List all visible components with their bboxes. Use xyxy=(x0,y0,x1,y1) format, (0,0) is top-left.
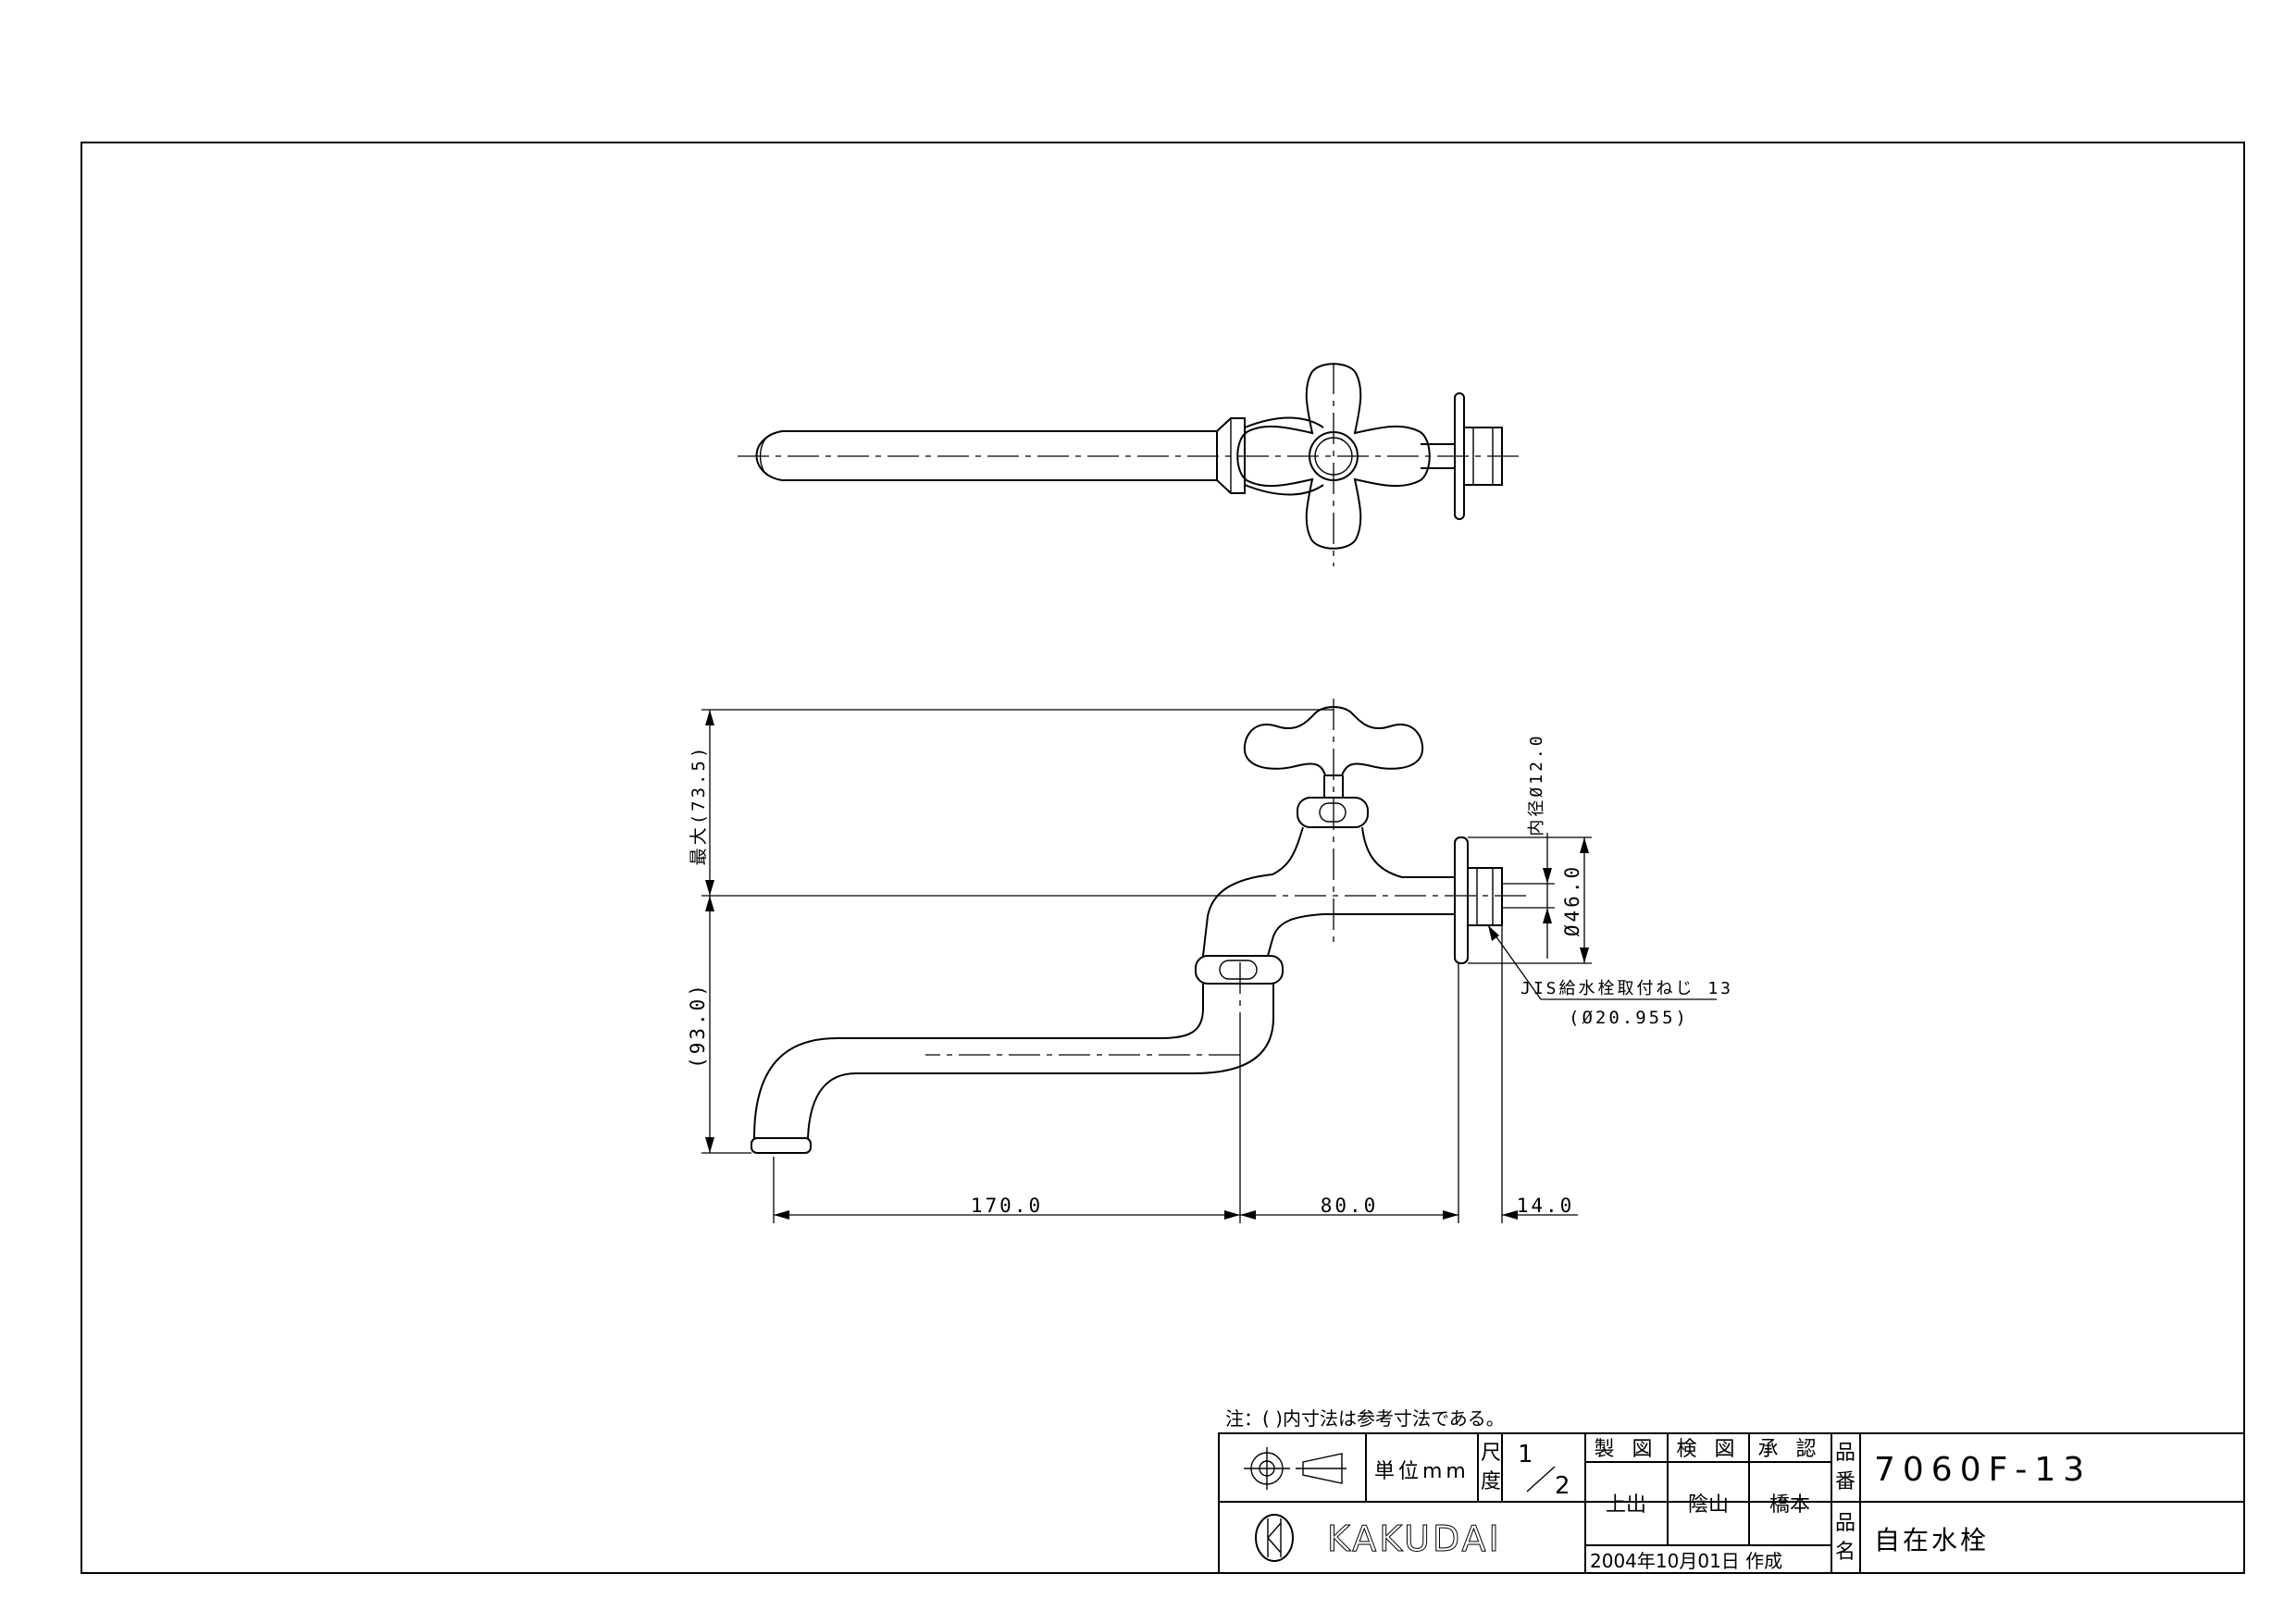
creation-date: 2004年10月01日 作成 xyxy=(1590,1550,1782,1572)
reference-note: 注：( )内寸法は参考寸法である。 xyxy=(1225,1407,1505,1430)
approved-label: 承 認 xyxy=(1758,1438,1822,1461)
front-spout-lower xyxy=(807,984,1274,1139)
top-body xyxy=(1244,416,1324,496)
arrow xyxy=(705,896,714,911)
top-spout-pipe xyxy=(782,430,1217,481)
part-no-label-1: 品 xyxy=(1835,1442,1855,1465)
approved-by: 橋本 xyxy=(1769,1493,1810,1517)
dim-text-80: 80.0 xyxy=(1321,1195,1379,1217)
front-view xyxy=(751,699,1529,1154)
name-label-2: 名 xyxy=(1835,1541,1855,1564)
front-swivel-window xyxy=(1219,960,1258,980)
name-label-1: 品 xyxy=(1835,1512,1855,1535)
thread-dia: (Ø20.955) xyxy=(1569,1008,1689,1028)
part-number: 7060F-13 xyxy=(1874,1451,2091,1489)
front-bonnet-window xyxy=(1319,802,1347,823)
checked-by: 陰山 xyxy=(1688,1493,1729,1517)
front-thread xyxy=(1467,867,1503,926)
projection-symbol xyxy=(1244,1447,1347,1490)
arrow xyxy=(705,880,714,896)
front-spout-centerline xyxy=(925,962,1241,1056)
title-block-frame xyxy=(1218,1432,2245,1574)
drawn-by: 上出 xyxy=(1606,1493,1646,1517)
kakudai-logo: KAKUDAI xyxy=(1255,1514,1502,1562)
arrow xyxy=(1502,1210,1518,1220)
top-handle-cap-inner xyxy=(1314,437,1353,476)
dimension-lines xyxy=(701,709,1717,1223)
top-thread xyxy=(1463,427,1503,486)
part-no-label-2: 番 xyxy=(1835,1470,1855,1493)
top-view xyxy=(738,363,1520,566)
thread-leader xyxy=(1487,924,1542,1000)
dim-text-14: 14.0 xyxy=(1517,1195,1575,1217)
unit-label: 単位mm xyxy=(1374,1460,1470,1483)
title-block: KAKUDAI xyxy=(1218,1432,2245,1574)
arrow xyxy=(1443,1210,1458,1220)
dim-text-max: 最大(73.5) xyxy=(689,745,709,866)
dim-text-46: Ø46.0 xyxy=(1561,864,1583,936)
thread-label: JIS給水栓取付ねじ 13 xyxy=(1520,979,1733,998)
front-spout-tip xyxy=(751,1137,812,1154)
top-neck xyxy=(1421,443,1455,469)
scale-numerator: 1 xyxy=(1518,1441,1533,1468)
front-swivel-nut xyxy=(1195,955,1284,985)
arrow xyxy=(1224,1210,1240,1220)
sheet-border xyxy=(81,142,2245,1574)
front-stem xyxy=(1323,775,1344,798)
front-flange xyxy=(1454,836,1469,964)
checked-label: 検 図 xyxy=(1677,1438,1741,1461)
part-name: 自在水栓 xyxy=(1874,1525,1989,1555)
scale-label-2: 度 xyxy=(1481,1470,1501,1493)
scale-label-1: 尺 xyxy=(1481,1442,1501,1465)
top-thread-lines xyxy=(1472,427,1494,485)
front-bonnet xyxy=(1297,797,1369,828)
front-body-bottom xyxy=(1267,913,1455,957)
top-handle-cap xyxy=(1309,431,1359,481)
arrow xyxy=(1580,948,1589,963)
logo-text: KAKUDAI xyxy=(1327,1518,1502,1559)
scale-slash xyxy=(1526,1466,1556,1493)
projection-cone xyxy=(1302,1453,1343,1484)
dim-text-93: (93.0) xyxy=(687,982,709,1069)
arrow xyxy=(1488,925,1499,941)
arrow xyxy=(1543,908,1552,923)
top-spout-tip-inner xyxy=(759,436,769,477)
front-thread-lines xyxy=(1476,868,1494,925)
logo-mark-inner xyxy=(1267,1518,1282,1557)
front-cross-handle xyxy=(1243,706,1424,776)
top-spout-tip xyxy=(755,430,783,481)
top-cross-handle xyxy=(1236,363,1431,550)
arrow xyxy=(1543,868,1552,884)
arrow xyxy=(705,710,714,725)
arrow xyxy=(1240,1210,1256,1220)
arrow xyxy=(1580,837,1589,853)
arrow xyxy=(774,1210,789,1220)
dim-text-inner: 内径Ø12.0 xyxy=(1527,733,1546,836)
dim-text-170: 170.0 xyxy=(971,1195,1043,1217)
front-body-left xyxy=(1202,826,1304,957)
front-spout-upper xyxy=(753,984,1204,1139)
front-body-top xyxy=(1361,826,1455,878)
scale-denominator: 2 xyxy=(1555,1472,1570,1500)
drawn-label: 製 図 xyxy=(1595,1438,1658,1461)
logo-mark xyxy=(1255,1514,1294,1562)
arrow xyxy=(705,1137,714,1153)
